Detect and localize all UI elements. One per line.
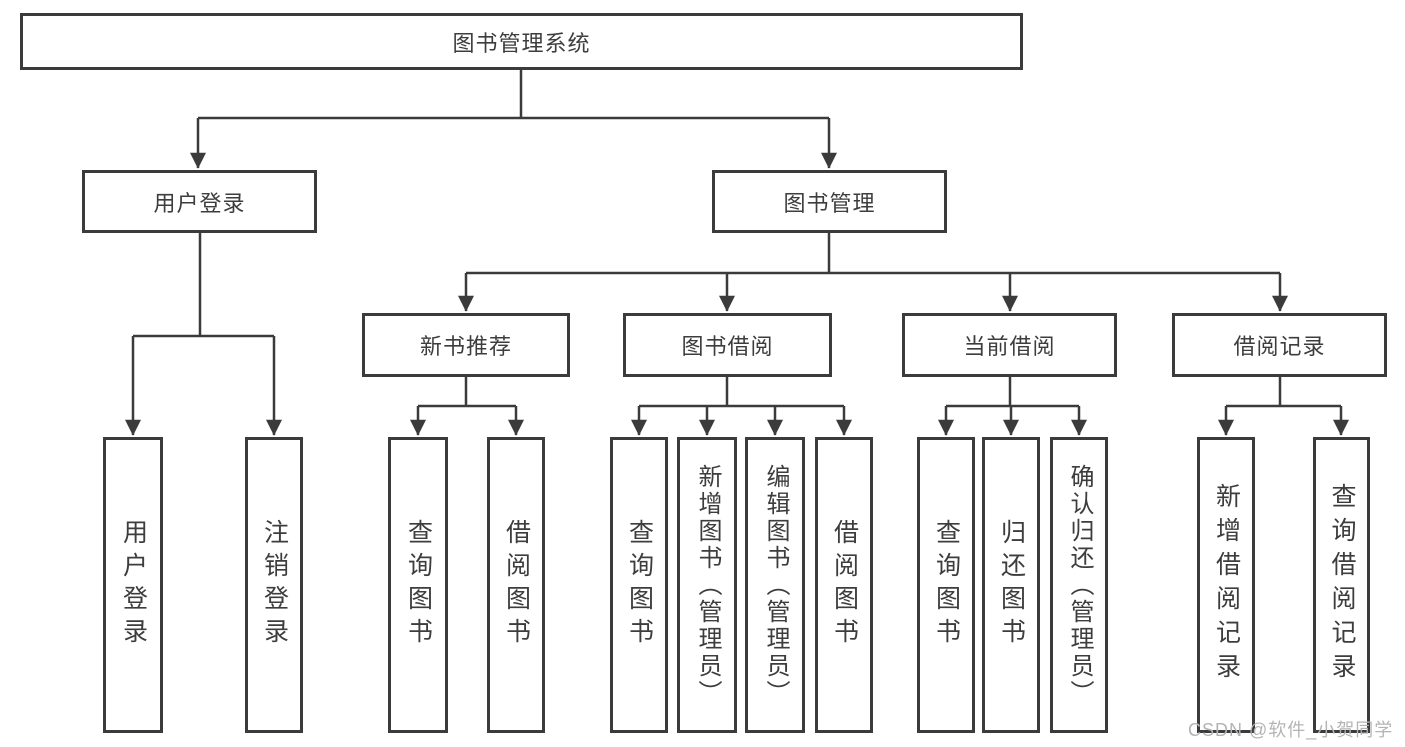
node-book-management-label: 图书管理 — [783, 190, 876, 216]
leaf-borrow-query-book-label: 查询图书 — [625, 519, 654, 651]
node-book-management: 图书管理 — [712, 170, 947, 233]
node-new-book-recommend: 新书推荐 — [362, 313, 570, 377]
leaf-borrow-book-label: 借阅图书 — [830, 519, 859, 651]
leaf-user-login: 用户登录 — [103, 437, 163, 733]
connector-book-management — [457, 233, 1289, 312]
leaf-edit-book-admin: 编辑图书（管理员） — [745, 437, 805, 733]
connector-root — [189, 70, 838, 169]
node-book-borrow: 图书借阅 — [623, 313, 832, 377]
leaf-add-borrow-record-label: 新增借阅记录 — [1212, 483, 1241, 687]
leaf-current-query-book: 查询图书 — [917, 437, 975, 733]
leaf-current-query-book-label: 查询图书 — [932, 519, 961, 651]
leaf-add-borrow-record: 新增借阅记录 — [1197, 437, 1255, 733]
leaf-query-borrow-record: 查询借阅记录 — [1313, 437, 1370, 733]
node-borrow-record-label: 借阅记录 — [1233, 334, 1326, 359]
node-root: 图书管理系统 — [20, 13, 1023, 70]
leaf-query-borrow-record-label: 查询借阅记录 — [1328, 483, 1356, 687]
leaf-recommend-borrow-book: 借阅图书 — [487, 437, 545, 733]
connector-user-login — [124, 233, 283, 436]
leaf-edit-book-admin-label: 编辑图书（管理员） — [762, 463, 789, 707]
node-root-label: 图书管理系统 — [452, 30, 591, 56]
leaf-confirm-return-admin: 确认归还（管理员） — [1050, 437, 1108, 733]
leaf-add-book-admin: 新增图书（管理员） — [677, 437, 737, 733]
leaf-return-book-label: 归还图书 — [997, 519, 1026, 651]
leaf-return-book: 归还图书 — [982, 437, 1040, 733]
leaf-recommend-query-book-label: 查询图书 — [404, 519, 433, 651]
leaf-logout-label: 注销登录 — [260, 519, 289, 651]
node-borrow-record: 借阅记录 — [1172, 313, 1387, 377]
leaf-recommend-borrow-book-label: 借阅图书 — [502, 519, 531, 651]
leaf-add-book-admin-label: 新增图书（管理员） — [694, 463, 721, 707]
node-user-login-label: 用户登录 — [153, 190, 246, 216]
connector-new-book-recommend — [409, 377, 525, 436]
node-current-borrow-label: 当前借阅 — [963, 334, 1056, 359]
node-current-borrow: 当前借阅 — [902, 313, 1117, 377]
node-user-login: 用户登录 — [82, 170, 317, 233]
leaf-confirm-return-admin-label: 确认归还（管理员） — [1066, 463, 1093, 707]
leaf-borrow-query-book: 查询图书 — [610, 437, 668, 733]
leaf-logout: 注销登录 — [245, 437, 303, 733]
node-book-borrow-label: 图书借阅 — [681, 334, 774, 359]
csdn-watermark: CSDN @软件_小贺同学 — [1188, 720, 1394, 740]
connector-current-borrow — [937, 377, 1088, 436]
node-new-book-recommend-label: 新书推荐 — [419, 334, 512, 359]
leaf-user-login-label: 用户登录 — [119, 519, 148, 651]
leaf-borrow-book: 借阅图书 — [815, 437, 873, 733]
connector-book-borrow — [630, 377, 853, 436]
connector-borrow-record — [1217, 377, 1350, 436]
leaf-recommend-query-book: 查询图书 — [388, 437, 448, 733]
